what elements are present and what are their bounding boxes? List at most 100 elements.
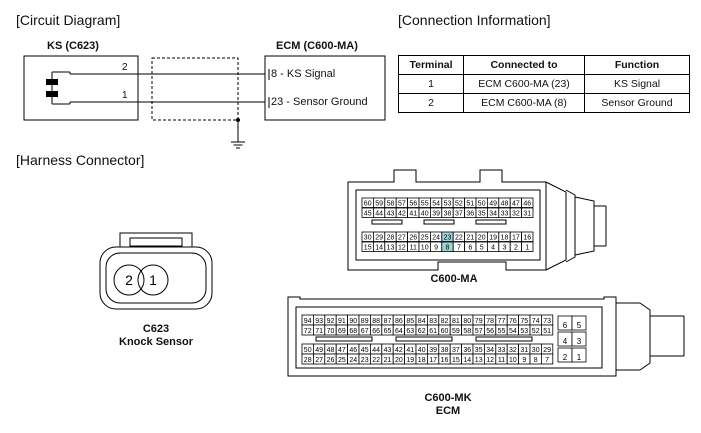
pin-number: 1 <box>525 244 529 251</box>
pin-number: 92 <box>327 318 335 325</box>
ks-label: KS (C623) <box>47 40 99 52</box>
pin-number: 42 <box>395 347 403 354</box>
pin-number: 69 <box>338 328 346 335</box>
pin-number: 56 <box>409 200 417 207</box>
pin-number: 23 <box>444 234 452 241</box>
pin-number: 42 <box>398 210 406 217</box>
pin-number: 62 <box>418 328 426 335</box>
pin-number: 68 <box>349 328 357 335</box>
pin-number: 65 <box>384 328 392 335</box>
pin-number: 3 <box>577 337 582 346</box>
pin-number: 75 <box>520 318 528 325</box>
pin-number: 35 <box>478 210 486 217</box>
pin-number: 29 <box>543 347 551 354</box>
pin-number: 58 <box>387 200 395 207</box>
table-row: 2 ECM C600-MA (8) Sensor Ground <box>398 93 690 113</box>
header-function: Function <box>584 55 690 75</box>
pin-number: 86 <box>395 318 403 325</box>
pin-number: 39 <box>429 347 437 354</box>
pin-number: 24 <box>349 357 357 364</box>
pin-number: 84 <box>418 318 426 325</box>
pin-number: 31 <box>520 347 528 354</box>
pin-number: 15 <box>452 357 460 364</box>
pin-number: 36 <box>466 210 474 217</box>
pin-number: 11 <box>498 357 505 364</box>
pin-number: 59 <box>375 200 383 207</box>
pin-number: 43 <box>384 347 392 354</box>
pin-number: 51 <box>466 200 474 207</box>
pin-number: 45 <box>361 347 369 354</box>
pin-number: 25 <box>421 234 429 241</box>
pin-number: 88 <box>372 318 380 325</box>
pin-number: 41 <box>409 210 417 217</box>
sensor-pin-2: 2 <box>122 62 128 73</box>
pin-number: 54 <box>509 328 517 335</box>
pin-number: 57 <box>475 328 483 335</box>
pin-number: 41 <box>406 347 414 354</box>
pin-number: 34 <box>489 210 497 217</box>
pin-number: 89 <box>361 318 369 325</box>
pin-number: 8 <box>534 357 538 364</box>
pin-number: 50 <box>478 200 486 207</box>
pin-number: 22 <box>372 357 380 364</box>
pin-number: 1 <box>577 353 582 362</box>
pin-number: 34 <box>486 347 494 354</box>
pin-number: 71 <box>315 328 323 335</box>
pin-number: 3 <box>503 244 507 251</box>
pin-number: 43 <box>387 210 395 217</box>
pin-number: 78 <box>486 318 494 325</box>
pin-number: 5 <box>480 244 484 251</box>
pin-number: 12 <box>486 357 494 364</box>
c623-caption: C623 Knock Sensor <box>119 323 193 348</box>
pin-number: 49 <box>489 200 497 207</box>
pin-cell <box>571 331 587 347</box>
pin-number: 12 <box>398 244 406 251</box>
pin-number: 26 <box>409 234 417 241</box>
cell-connected-to: ECM C600-MA (23) <box>463 74 585 94</box>
pin-number: 85 <box>406 318 414 325</box>
pin-number: 58 <box>463 328 471 335</box>
pin-number: 49 <box>315 347 323 354</box>
pin-number: 26 <box>327 357 335 364</box>
svg-text:1: 1 <box>149 272 157 288</box>
pin-number: 59 <box>452 328 460 335</box>
sensor-pin-1: 1 <box>122 90 128 101</box>
pin-number: 27 <box>398 234 406 241</box>
pin-number: 20 <box>478 234 486 241</box>
pin-number: 55 <box>421 200 429 207</box>
connection-information-title: [Connection Information] <box>398 12 551 28</box>
pin-number: 22 <box>455 234 463 241</box>
c600-ma-caption: C600-MA <box>430 273 478 285</box>
c623-pin-2 <box>113 264 145 296</box>
pin-number: 87 <box>384 318 392 325</box>
pin-number: 64 <box>395 328 403 335</box>
pin-number: 67 <box>361 328 369 335</box>
c623-pin-1 <box>137 264 169 296</box>
pin-number: 38 <box>441 347 449 354</box>
pin-number: 20 <box>395 357 403 364</box>
pin-number: 40 <box>418 347 426 354</box>
pin-number: 2 <box>563 353 568 362</box>
knock-sensor-symbol <box>46 71 71 105</box>
pin-number: 50 <box>304 347 312 354</box>
harness-connector-title: [Harness Connector] <box>16 152 145 168</box>
pin-number: 9 <box>434 244 438 251</box>
pin-cell <box>521 241 534 252</box>
pin-cell <box>571 315 587 331</box>
pin-number: 44 <box>375 210 383 217</box>
ecm-pin-ks-signal: 8 - KS Signal <box>271 68 336 80</box>
pin-number: 91 <box>338 318 346 325</box>
pin-number: 7 <box>457 244 461 251</box>
pin-number: 38 <box>444 210 452 217</box>
pin-number: 14 <box>375 244 383 251</box>
pin-number: 79 <box>475 318 483 325</box>
pin-number: 40 <box>421 210 429 217</box>
pin-number: 15 <box>364 244 372 251</box>
pin-number: 48 <box>501 200 509 207</box>
pin-number: 53 <box>520 328 528 335</box>
pin-number: 83 <box>429 318 437 325</box>
pin-number: 35 <box>475 347 483 354</box>
